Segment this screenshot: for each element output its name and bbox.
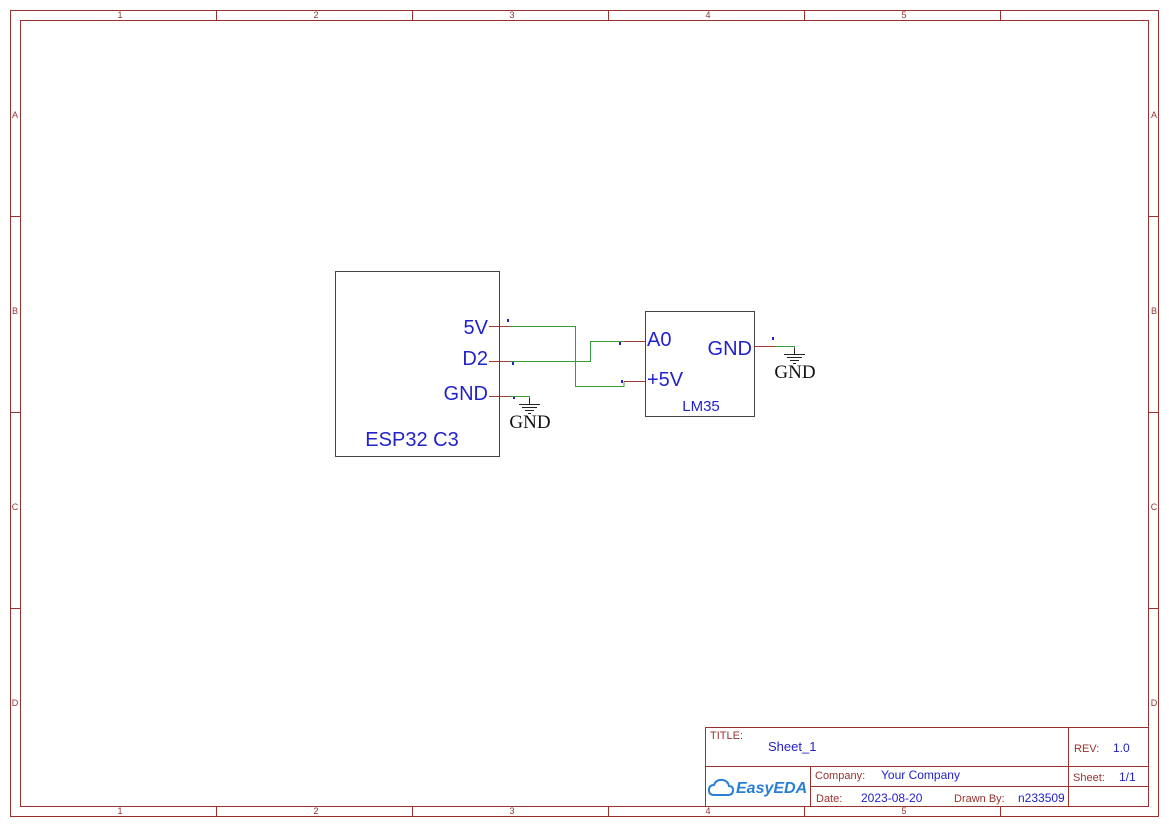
wire-lm35-gnd[interactable] — [775, 346, 795, 355]
ground-label: GND — [774, 362, 815, 383]
row-label-right: A — [1151, 110, 1157, 120]
column-dividers — [216, 10, 1001, 816]
pin-dot — [619, 342, 621, 345]
drawn-by-value: n233509 — [1018, 791, 1065, 805]
pin-dot — [621, 380, 623, 383]
company-value: Your Company — [881, 768, 960, 782]
esp32-body[interactable] — [335, 271, 500, 457]
ground-symbol-esp32: GND — [509, 398, 551, 433]
row-label-left: D — [12, 698, 19, 708]
column-label-top: 4 — [705, 10, 710, 20]
column-label-top: 3 — [509, 10, 514, 20]
column-label-top: 5 — [901, 10, 906, 20]
pin-dot — [507, 319, 509, 322]
sheet-value: 1/1 — [1119, 770, 1136, 784]
rev-label: REV: — [1074, 743, 1099, 755]
column-label-bottom: 4 — [705, 806, 710, 816]
row-label-left: B — [12, 306, 18, 316]
row-label-right: C — [1151, 502, 1158, 512]
ground-symbol-lm35: GND — [774, 348, 816, 383]
esp32-pin-label-5v: 5V — [464, 317, 489, 339]
lm35-body[interactable] — [645, 311, 755, 417]
row-label-left: A — [12, 110, 18, 120]
wire-d2-a0[interactable] — [510, 341, 624, 362]
cloud-icon — [707, 778, 735, 796]
lm35-pin-label-5v: +5V — [647, 369, 684, 391]
date-value: 2023-08-20 — [861, 791, 923, 805]
title-label: TITLE: — [710, 730, 743, 742]
row-label-right: B — [1151, 306, 1157, 316]
row-dividers — [10, 216, 1159, 609]
logo-text: EasyEDA — [736, 780, 807, 797]
rev-value: 1.0 — [1113, 741, 1130, 755]
sheet-label: Sheet: — [1073, 772, 1105, 784]
column-label-bottom: 5 — [901, 806, 906, 816]
outer-frame — [10, 10, 1159, 817]
ground-label: GND — [509, 412, 550, 433]
row-label-left: C — [12, 502, 19, 512]
column-label-top: 1 — [117, 10, 122, 20]
lm35-pin-label-a0: A0 — [647, 329, 671, 351]
lm35-component[interactable]: LM35 A0 +5V GND — [619, 311, 775, 417]
row-label-right: D — [1151, 698, 1158, 708]
title-block: TITLE: Sheet_1 REV: 1.0 Company: Your Co… — [705, 727, 1149, 807]
drawn-by-label: Drawn By: — [954, 793, 1005, 805]
lm35-part-name: LM35 — [682, 398, 720, 415]
column-label-bottom: 2 — [313, 806, 318, 816]
column-label-top: 2 — [313, 10, 318, 20]
column-label-bottom: 1 — [117, 806, 122, 816]
date-label: Date: — [816, 793, 842, 805]
company-label: Company: — [815, 770, 865, 782]
esp32-part-name: ESP32 C3 — [365, 429, 458, 451]
pin-dot — [772, 337, 774, 340]
column-label-bottom: 3 — [509, 806, 514, 816]
pin-dot — [513, 396, 515, 399]
lm35-pin-label-gnd: GND — [708, 338, 752, 360]
title-value: Sheet_1 — [768, 739, 816, 754]
inner-frame — [20, 20, 1149, 807]
easyeda-logo: EasyEDA — [707, 778, 807, 797]
wire-5v[interactable] — [510, 326, 625, 387]
esp32-pin-label-d2: D2 — [462, 348, 488, 370]
esp32-pin-label-gnd: GND — [444, 383, 488, 405]
pin-dot — [512, 362, 514, 365]
esp32-component[interactable]: ESP32 C3 5V D2 GND — [335, 271, 516, 457]
wire-esp-gnd[interactable] — [510, 396, 530, 405]
